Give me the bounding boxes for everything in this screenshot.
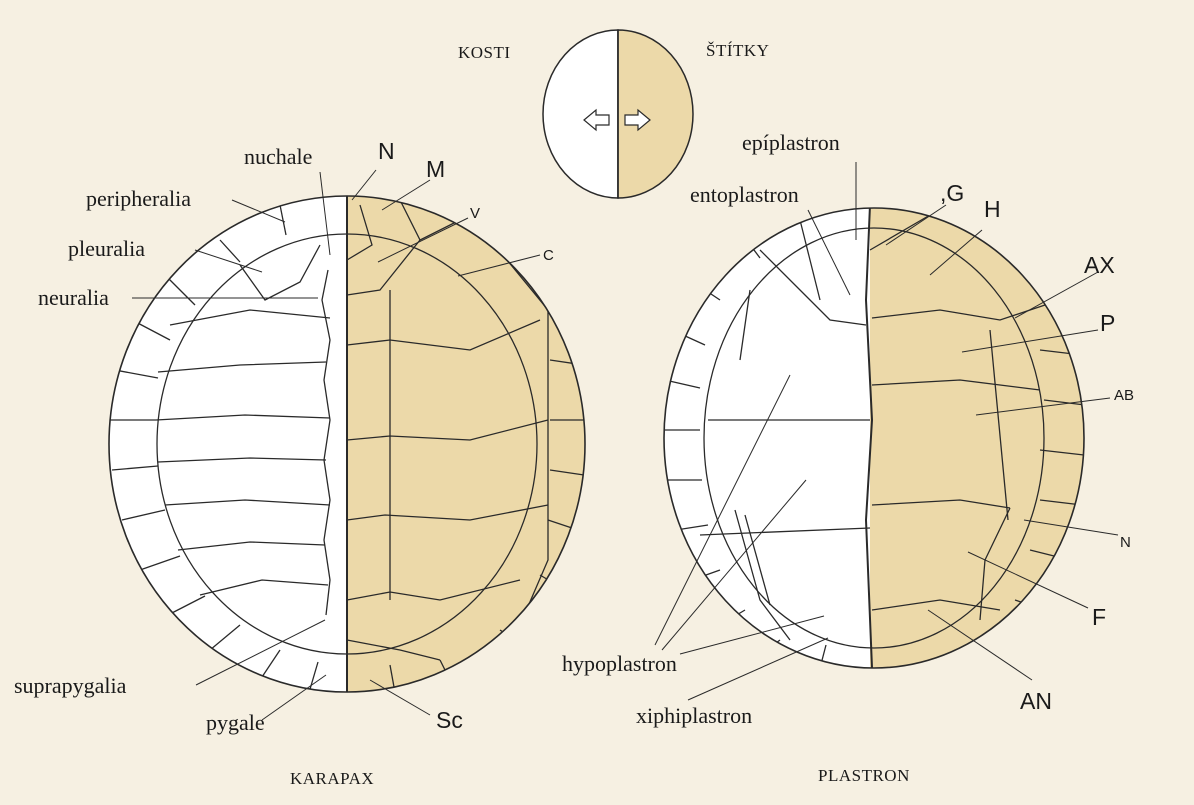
legend-label-stitky: ŠTÍTKY bbox=[706, 42, 769, 59]
caption-plastron: PLASTRON bbox=[818, 767, 910, 784]
label-scute-ax: AX bbox=[1084, 254, 1115, 277]
label-suprapygalia: suprapygalia bbox=[14, 675, 126, 697]
label-scute-f: F bbox=[1092, 606, 1106, 629]
label-scute-g: ,G bbox=[940, 182, 964, 205]
label-entoplastron: entoplastron bbox=[690, 184, 799, 206]
legend-label-kosti: KOSTI bbox=[458, 44, 511, 61]
label-xiphiplastron: xiphiplastron bbox=[636, 705, 752, 727]
label-pygale: pygale bbox=[206, 712, 265, 734]
label-epiplastron: epíplastron bbox=[742, 132, 840, 154]
label-scute-sc: Sc bbox=[436, 709, 463, 732]
label-scute-ab: AB bbox=[1114, 388, 1134, 403]
label-peripheralia: peripheralia bbox=[86, 188, 191, 210]
legend-oval bbox=[543, 30, 693, 198]
carapace-shell bbox=[109, 190, 597, 700]
label-scute-p: P bbox=[1100, 312, 1115, 335]
label-scute-an: AN bbox=[1020, 690, 1052, 713]
label-scute-n-carapace: N bbox=[378, 140, 395, 163]
caption-karapax: KARAPAX bbox=[290, 770, 374, 787]
label-pleuralia: pleuralia bbox=[68, 238, 145, 260]
label-scute-n-plastron: N bbox=[1120, 535, 1131, 550]
label-scute-v: V bbox=[470, 206, 480, 221]
label-scute-h: H bbox=[984, 198, 1001, 221]
label-scute-c: C bbox=[543, 248, 554, 263]
plastron-shell bbox=[664, 200, 1090, 680]
label-scute-m: M bbox=[426, 158, 445, 181]
label-neuralia: neuralia bbox=[38, 287, 109, 309]
label-nuchale: nuchale bbox=[244, 146, 312, 168]
label-hypoplastron: hypoplastron bbox=[562, 653, 677, 675]
